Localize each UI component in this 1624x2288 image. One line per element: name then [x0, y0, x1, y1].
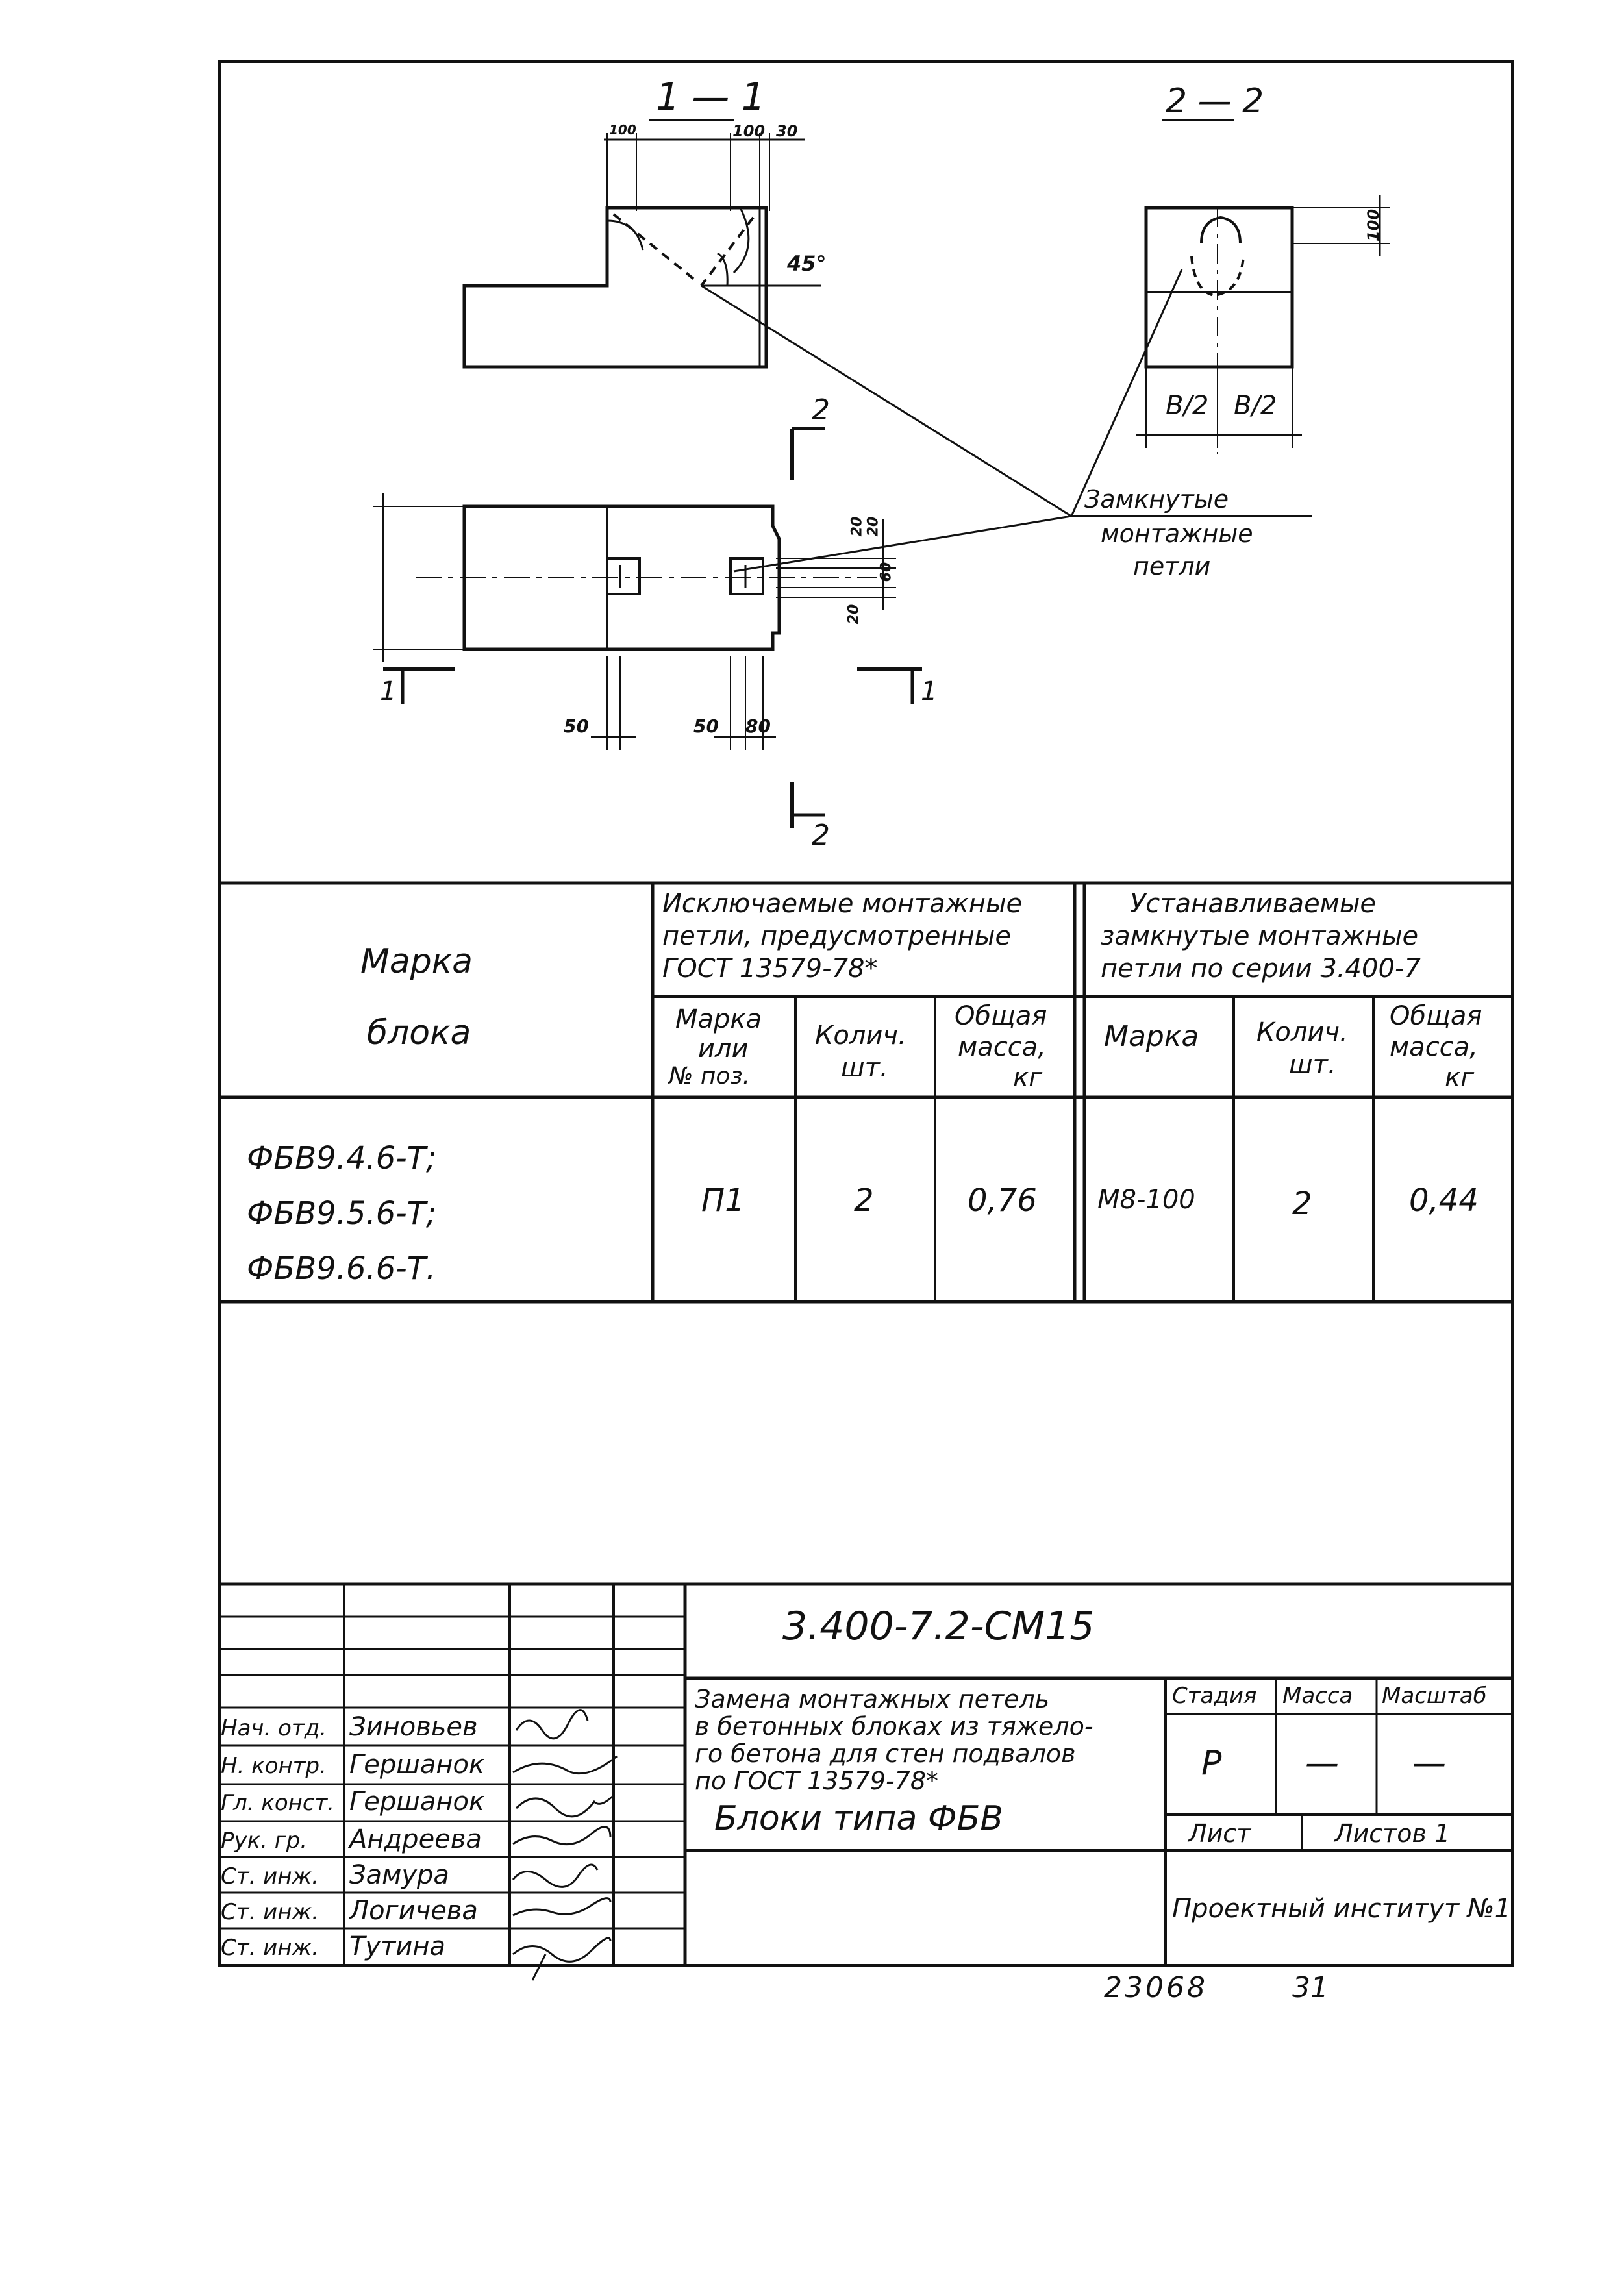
document-code: 3.400-7.2-СМ15 — [782, 1604, 1095, 1649]
staff-name: Логичева — [349, 1896, 478, 1926]
loop-label-line: монтажные — [1101, 519, 1253, 548]
dim-label: 50 — [564, 715, 589, 737]
staff-role: Ст. инж. — [221, 1863, 319, 1889]
cut-mark-label: 1 — [921, 677, 938, 706]
group-header-installed: петли по серии 3.400-7 — [1101, 954, 1421, 984]
group-header-excluded: петли, предусмотренные — [662, 921, 1011, 951]
sub-header: масса, — [1390, 1032, 1478, 1062]
sub-header: Колич. — [1256, 1017, 1348, 1047]
mass-value: — — [1305, 1744, 1339, 1783]
staff-name: Гершанок — [349, 1787, 485, 1817]
sub-header: Марка — [675, 1004, 762, 1034]
drawing-frame — [218, 60, 1514, 1967]
group-header-installed: замкнутые монтажные — [1101, 921, 1419, 951]
stage-label: Стадия — [1172, 1683, 1257, 1709]
staff-name: Гершанок — [349, 1750, 485, 1780]
technical-drawing — [373, 119, 1390, 828]
title-line: в бетонных блоках из тяжело- — [695, 1712, 1093, 1741]
dim-label: 50 — [693, 715, 719, 737]
cell-excl-qty: 2 — [854, 1182, 874, 1219]
staff-name: Замура — [349, 1860, 449, 1890]
loops-table-grid — [218, 881, 1514, 1304]
plan-outline — [462, 504, 781, 651]
title-line: по ГОСТ 13579-78* — [695, 1767, 939, 1795]
sub-header: шт. — [841, 1053, 888, 1083]
title-block-grid — [218, 1582, 1514, 1981]
sub-header: Общая — [1390, 1001, 1482, 1031]
section-1-outline — [462, 206, 768, 369]
inventory-number: 23068 — [1104, 1971, 1208, 2004]
staff-role: Н. контр. — [221, 1753, 327, 1779]
block-mark: ФБВ9.4.6-Т; — [247, 1140, 437, 1176]
section-1-label: 1 — 1 — [656, 75, 766, 119]
scale-value: — — [1412, 1744, 1446, 1783]
group-header-excluded: Исключаемые монтажные — [662, 889, 1023, 919]
staff-role: Рук. гр. — [221, 1828, 308, 1854]
block-mark: ФБВ9.5.6-Т; — [247, 1195, 437, 1232]
sub-header: Общая — [955, 1001, 1047, 1031]
section-2-outline — [1144, 206, 1294, 369]
angle-label: 45° — [787, 251, 827, 276]
staff-role: Ст. инж. — [221, 1935, 319, 1961]
scale-label: Масштаб — [1382, 1683, 1487, 1709]
section-2-label: 2 — 2 — [1166, 82, 1264, 121]
sheet-label: Лист — [1188, 1819, 1251, 1848]
organization: Проектный институт №1 — [1172, 1894, 1511, 1924]
cut-mark-label: 1 — [380, 677, 397, 706]
sub-header: или — [698, 1034, 749, 1063]
title-subtitle: Блоки типа ФБВ — [714, 1799, 1004, 1838]
sub-header: кг — [1013, 1063, 1043, 1093]
stage-value: Р — [1201, 1744, 1222, 1783]
staff-role: Нач. отд. — [221, 1715, 327, 1741]
staff-role: Ст. инж. — [221, 1899, 319, 1925]
title-line: Замена монтажных петель — [695, 1685, 1050, 1713]
cell-excl-mark: П1 — [701, 1182, 745, 1219]
staff-name: Тутина — [349, 1932, 446, 1961]
cut-mark-label: 2 — [812, 819, 830, 852]
cell-excl-mass: 0,76 — [968, 1182, 1037, 1219]
sub-header: Марка — [1104, 1020, 1199, 1053]
page-number: 31 — [1292, 1971, 1329, 2004]
sub-header: № поз. — [669, 1063, 751, 1089]
sub-header: кг — [1445, 1063, 1475, 1093]
loop-label-line: петли — [1133, 552, 1211, 580]
dim-label: 30 — [776, 122, 798, 140]
loop-label-line: Замкнутые — [1084, 485, 1229, 514]
cut-mark-label: 2 — [812, 393, 830, 427]
dim-half-label: B/2 — [1166, 391, 1209, 421]
block-mark: ФБВ9.6.6-Т. — [247, 1250, 436, 1287]
cell-inst-mass: 0,44 — [1409, 1182, 1479, 1219]
group-header-installed: Устанавливаемые — [1130, 889, 1377, 919]
sub-header: шт. — [1289, 1050, 1336, 1080]
col-header-block: блока — [367, 1013, 471, 1052]
dim-label: 80 — [745, 715, 771, 737]
group-header-excluded: ГОСТ 13579-78* — [662, 954, 878, 984]
col-header-block: Марка — [360, 942, 473, 981]
mass-label: Масса — [1282, 1683, 1353, 1709]
cell-inst-qty: 2 — [1292, 1186, 1312, 1222]
dim-label: 100 — [609, 122, 636, 138]
title-line: го бетона для стен подвалов — [695, 1739, 1076, 1768]
staff-name: Зиновьев — [349, 1712, 478, 1742]
sheets-count: Листов 1 — [1334, 1819, 1451, 1848]
cell-inst-mark: М8-100 — [1097, 1185, 1195, 1215]
sub-header: Колич. — [815, 1021, 906, 1051]
dim-half-label: B/2 — [1234, 391, 1277, 421]
staff-role: Гл. конст. — [221, 1790, 335, 1816]
sub-header: масса, — [958, 1032, 1046, 1062]
dim-label: 100 — [732, 122, 766, 140]
staff-name: Андреева — [349, 1824, 482, 1854]
